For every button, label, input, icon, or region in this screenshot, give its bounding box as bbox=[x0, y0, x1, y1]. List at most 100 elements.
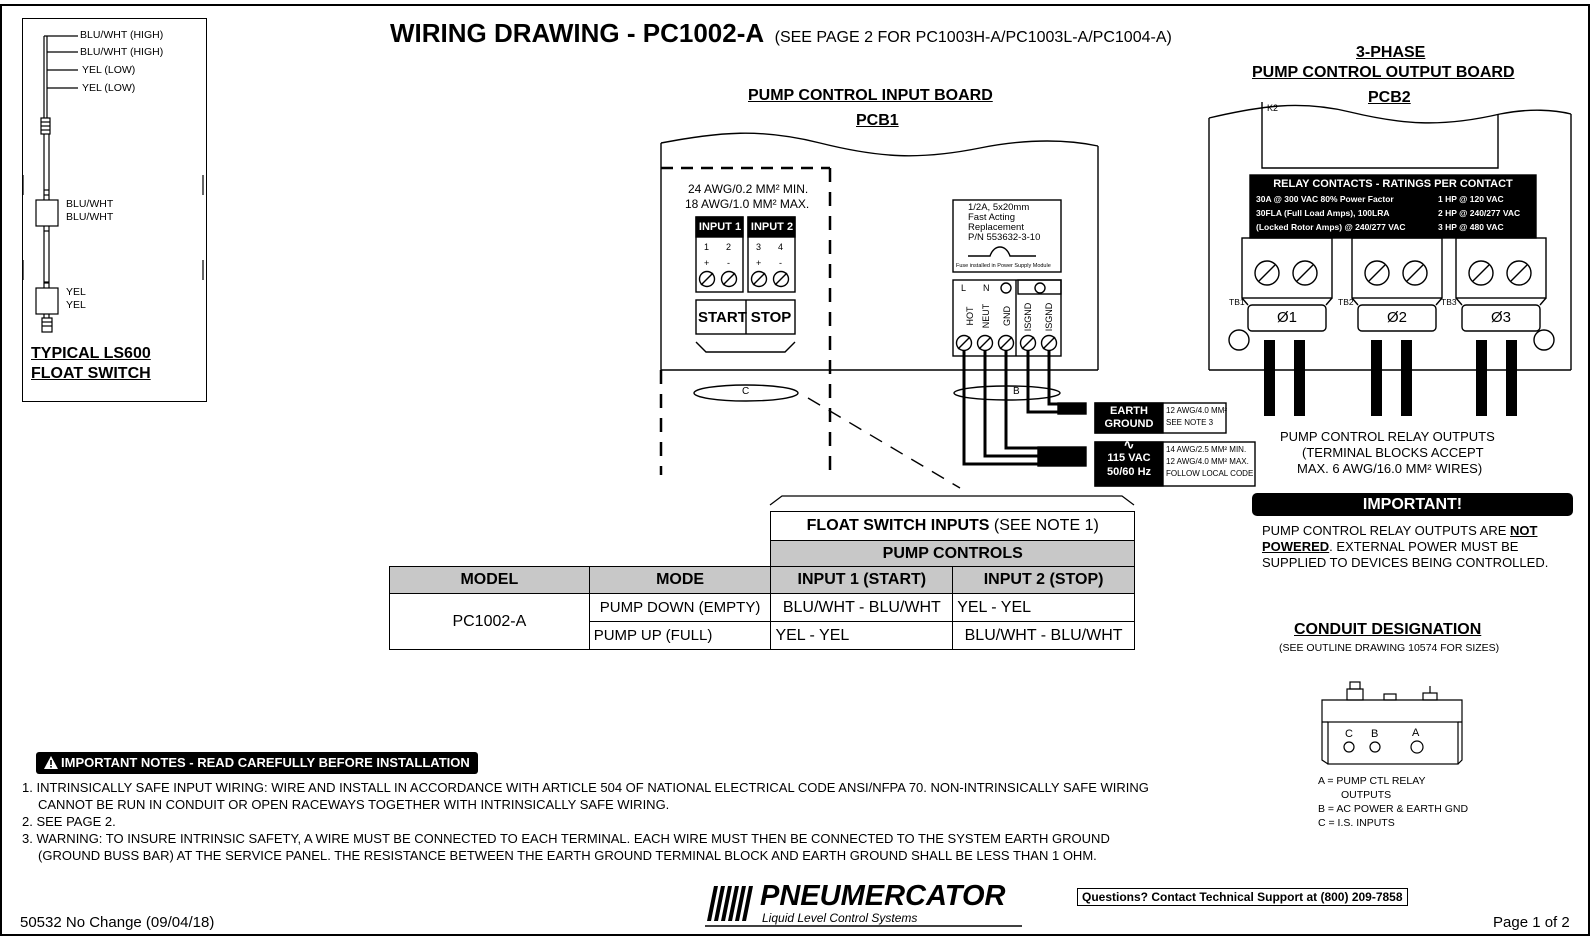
float-inputs-title: FLOAT SWITCH INPUTS bbox=[806, 517, 990, 534]
fuse-spec-2: Fast Acting bbox=[968, 212, 1015, 223]
note-line-5: (GROUND BUSS BAR) AT THE SERVICE PANEL. … bbox=[38, 848, 1097, 863]
float-switch-caption-1: TYPICAL LS600 bbox=[31, 345, 151, 362]
conduit-legend-3: B = AC POWER & EARTH GND bbox=[1318, 803, 1469, 815]
port-b-label: B bbox=[1371, 728, 1379, 740]
vac-label-2: 50/60 Hz bbox=[1106, 466, 1152, 478]
warning-icon bbox=[44, 756, 58, 769]
table-row: PUMP UP (FULL) YEL - YEL BLU/WHT - BLU/W… bbox=[390, 621, 1135, 650]
terminal-2-polarity: - bbox=[727, 258, 730, 268]
rating-right-3: 3 HP @ 480 VAC bbox=[1438, 222, 1504, 232]
phase-2-label: Ø2 bbox=[1386, 309, 1407, 326]
page-title: WIRING DRAWING - PC1002-A (SEE PAGE 2 FO… bbox=[390, 18, 1172, 49]
tb1-label: TB1 bbox=[1229, 297, 1245, 307]
input-board-title: PUMP CONTROL INPUT BOARD bbox=[748, 87, 993, 104]
conduit-subtitle: (SEE OUTLINE DRAWING 10574 FOR SIZES) bbox=[1279, 642, 1500, 654]
stop-label: STOP bbox=[750, 309, 792, 326]
port-a-label: A bbox=[1412, 727, 1420, 739]
rating-right-1: 1 HP @ 120 VAC bbox=[1438, 194, 1504, 204]
relay-outputs-line-3: MAX. 6 AWG/16.0 MM² WIRES) bbox=[1297, 461, 1483, 476]
note-line-3: 2. SEE PAGE 2. bbox=[22, 814, 116, 829]
notes-header: IMPORTANT NOTES - READ CAREFULLY BEFORE … bbox=[36, 752, 478, 774]
important-not: NOT bbox=[1510, 523, 1538, 538]
terminal-l-label: L bbox=[961, 283, 967, 293]
upper-float-label-2: BLU/WHT bbox=[66, 211, 114, 223]
important-title: IMPORTANT! bbox=[1362, 496, 1463, 513]
brand-tagline: Liquid Level Control Systems bbox=[762, 911, 918, 925]
wire-spec-max: 18 AWG/1.0 MM² MAX. bbox=[685, 197, 810, 211]
ac-wave-icon: ∿ bbox=[1123, 437, 1135, 452]
input2-cell: BLU/WHT - BLU/WHT bbox=[952, 621, 1135, 650]
note-line-1: 1. INTRINSICALLY SAFE INPUT WIRING: WIRE… bbox=[22, 780, 1149, 795]
conduit-c-label: C bbox=[742, 386, 750, 397]
note-line-4: 3. WARNING: TO INSURE INTRINSIC SAFETY, … bbox=[22, 831, 1110, 846]
mode-cell: PUMP DOWN (EMPTY) bbox=[588, 593, 772, 622]
drawing-frame bbox=[0, 4, 1590, 936]
relay-outputs-line-1: PUMP CONTROL RELAY OUTPUTS bbox=[1280, 429, 1495, 444]
input2-label: INPUT 2 bbox=[750, 221, 794, 233]
important-text-2: POWERED. EXTERNAL POWER MUST BE bbox=[1262, 539, 1518, 554]
col-header-input2: INPUT 2 (STOP) bbox=[952, 566, 1135, 594]
terminal-2-number: 2 bbox=[726, 242, 732, 252]
conduit-b-label: B bbox=[1013, 386, 1020, 397]
output-board-pcb: PCB2 bbox=[1368, 89, 1411, 106]
earth-ground-label-1: EARTH bbox=[1110, 405, 1148, 417]
rating-right-2: 2 HP @ 240/277 VAC bbox=[1438, 208, 1521, 218]
rating-left-3: (Locked Rotor Amps) @ 240/277 VAC bbox=[1256, 222, 1406, 232]
phase-3-label: Ø3 bbox=[1490, 309, 1511, 326]
col-header-input1: INPUT 1 (START) bbox=[770, 566, 954, 594]
col-header-model: MODEL bbox=[389, 566, 590, 594]
model-cell: PC1002-A bbox=[389, 593, 590, 650]
float-switch-caption-2: FLOAT SWITCH bbox=[31, 365, 151, 382]
input1-label: INPUT 1 bbox=[698, 221, 742, 233]
relay-k2-label: K2 bbox=[1267, 103, 1279, 113]
terminal-1-number: 1 bbox=[704, 242, 710, 252]
start-label: START bbox=[698, 309, 747, 326]
terminal-n-label: N bbox=[983, 283, 990, 293]
fuse-spec-1: 1/2A, 5x20mm bbox=[968, 202, 1030, 213]
conduit-legend-1: A = PUMP CTL RELAY bbox=[1318, 775, 1426, 787]
upper-float-label-1: BLU/WHT bbox=[66, 198, 114, 210]
earth-ground-label-2: GROUND bbox=[1104, 418, 1154, 430]
terminal-3-number: 3 bbox=[756, 242, 762, 252]
title-sub: (SEE PAGE 2 FOR PC1003H-A/PC1003L-A/PC10… bbox=[774, 29, 1172, 46]
earth-ground-spec-2: SEE NOTE 3 bbox=[1166, 418, 1214, 427]
float-wire-label-3: YEL (LOW) bbox=[82, 64, 136, 76]
important-banner: IMPORTANT! bbox=[1252, 493, 1573, 516]
tb2-label: TB2 bbox=[1338, 297, 1354, 307]
earth-ground-spec-1: 12 AWG/4.0 MM² bbox=[1166, 406, 1228, 415]
fuse-note: Fuse installed in Power Supply Module bbox=[956, 263, 1051, 269]
rating-left-1: 30A @ 300 VAC 80% Power Factor bbox=[1256, 194, 1394, 204]
important-text-1: PUMP CONTROL RELAY OUTPUTS ARE NOT bbox=[1262, 523, 1537, 538]
terminal-3-polarity: + bbox=[756, 258, 762, 268]
output-board-title-2: PUMP CONTROL OUTPUT BOARD bbox=[1252, 64, 1515, 81]
important-text-b: . EXTERNAL POWER MUST BE bbox=[1329, 539, 1519, 554]
float-wire-label-4: YEL (LOW) bbox=[82, 82, 136, 94]
float-inputs-note: (SEE NOTE 1) bbox=[989, 517, 1099, 534]
notes-header-text: IMPORTANT NOTES - READ CAREFULLY BEFORE … bbox=[61, 755, 470, 770]
float-switch-panel bbox=[22, 18, 207, 402]
wire-spec-min: 24 AWG/0.2 MM² MIN. bbox=[688, 182, 809, 196]
vac-spec-1: 14 AWG/2.5 MM² MIN. bbox=[1166, 445, 1247, 454]
input-board-pcb: PCB1 bbox=[856, 112, 899, 129]
terminal-1-polarity: + bbox=[704, 258, 710, 268]
important-text-a: PUMP CONTROL RELAY OUTPUTS ARE bbox=[1262, 523, 1511, 538]
important-powered: POWERED bbox=[1262, 539, 1330, 554]
vac-spec-3: FOLLOW LOCAL CODE bbox=[1166, 469, 1254, 478]
port-c-label: C bbox=[1345, 728, 1353, 740]
conduit-legend-2: OUTPUTS bbox=[1341, 789, 1392, 801]
brand-name: PNEUMERCATOR bbox=[760, 880, 1006, 912]
conduit-legend-4: C = I.S. INPUTS bbox=[1318, 817, 1395, 829]
vac-label-1: 115 VAC bbox=[1107, 452, 1151, 464]
output-board-title-1: 3-PHASE bbox=[1356, 44, 1426, 61]
doc-id: 50532 No Change (09/04/18) bbox=[20, 914, 215, 931]
float-inputs-table: FLOAT SWITCH INPUTS (SEE NOTE 1) PUMP CO… bbox=[389, 511, 1135, 650]
important-text-3: SUPPLIED TO DEVICES BEING CONTROLLED. bbox=[1262, 555, 1549, 570]
float-wire-label-2: BLU/WHT (HIGH) bbox=[80, 46, 164, 58]
pump-controls-header: PUMP CONTROLS bbox=[770, 540, 1135, 567]
ratings-title: RELAY CONTACTS - RATINGS PER CONTACT bbox=[1273, 178, 1513, 190]
